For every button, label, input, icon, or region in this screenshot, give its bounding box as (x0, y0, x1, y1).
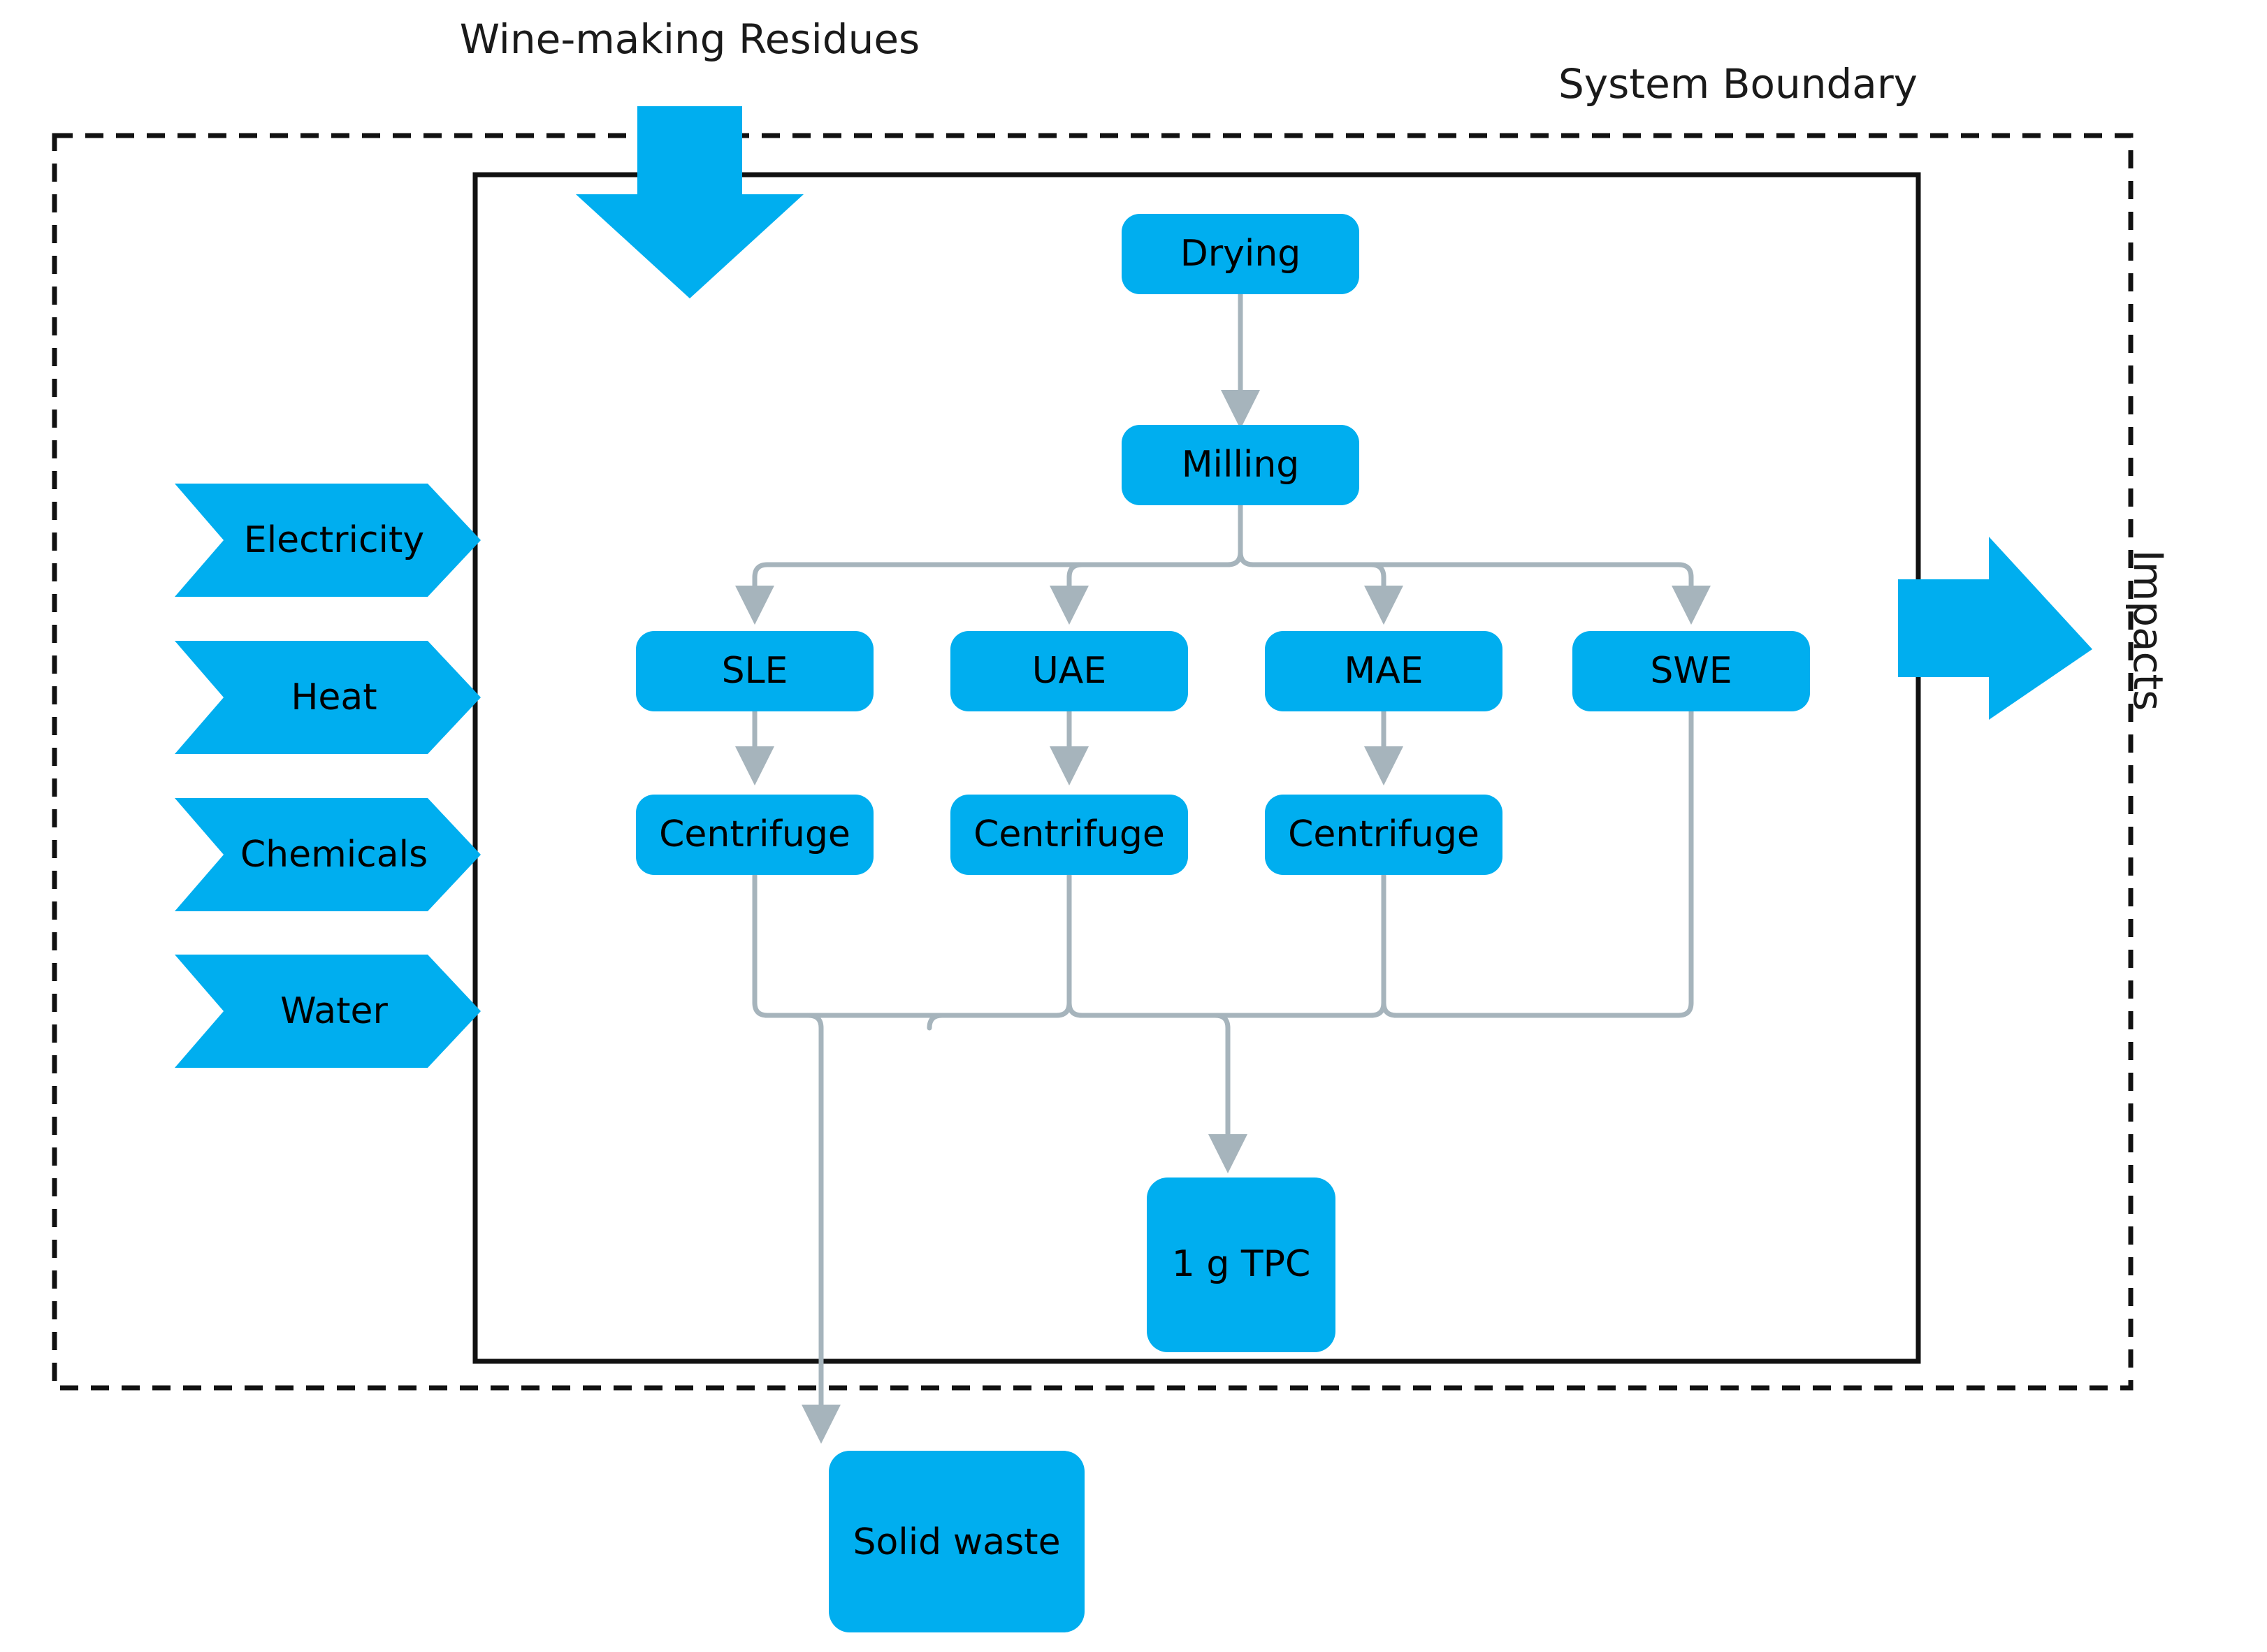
input-arrow-heat-label: Heat (291, 676, 377, 718)
process-box-uae[interactable]: UAE (950, 631, 1188, 711)
output-box-tpc[interactable]: 1 g TPC (1147, 1178, 1335, 1352)
process-box-milling[interactable]: Milling (1122, 425, 1359, 505)
process-box-sle[interactable]: SLE (636, 631, 874, 711)
process-box-drying-label: Drying (1180, 233, 1301, 275)
connector-bus-to-swe (1250, 562, 1711, 625)
system-boundary-dashed (52, 133, 2134, 1391)
process-box-mae-label: MAE (1344, 650, 1423, 692)
input-arrow-heat (175, 641, 481, 754)
connector-swe-to-merge-bus (1676, 672, 1694, 1018)
process-box-centrifuge-1[interactable]: Centrifuge (636, 795, 874, 875)
connector-centrifuge2b-to-merge-bus (1066, 869, 1085, 1018)
connector-bus-to-mae (1250, 562, 1403, 625)
process-box-swe[interactable]: SWE (1572, 631, 1810, 711)
wine-making-residues-arrow-icon (576, 106, 804, 298)
process-box-drying[interactable]: Drying (1122, 214, 1359, 294)
output-box-solid-waste-label: Solid waste (853, 1521, 1060, 1563)
process-box-centrifuge-1-label: Centrifuge (659, 813, 850, 855)
input-arrow-water (175, 955, 481, 1068)
process-box-uae-label: UAE (1032, 650, 1107, 692)
connector-merge-to-tpc-down (1212, 1013, 1231, 1031)
input-arrow-electricity (175, 484, 481, 597)
output-box-tpc-label: 1 g TPC (1172, 1243, 1311, 1285)
input-arrow-chemicals-label: Chemicals (240, 834, 428, 876)
input-arrow-electricity-label: Electricity (244, 519, 424, 561)
input-arrow-chemicals (175, 798, 481, 911)
process-box-mae[interactable]: MAE (1265, 631, 1502, 711)
wine-making-residues-title: Wine-making Residues (460, 15, 920, 63)
process-box-swe-label: SWE (1650, 650, 1732, 692)
impacts-arrow-icon (1898, 537, 2092, 720)
connector-centrifuge3b-to-merge-bus (1381, 869, 1399, 1018)
impacts-label: Impacts (2124, 550, 2172, 711)
process-box-centrifuge-2[interactable]: Centrifuge (950, 795, 1188, 875)
process-box-milling-label: Milling (1182, 444, 1300, 486)
connector-bus-to-sle (735, 562, 1231, 625)
connector-merge-to-solid-waste (802, 1013, 841, 1444)
output-box-solid-waste[interactable]: Solid waste (829, 1451, 1085, 1632)
connector-bus-to-uae (1050, 562, 1231, 625)
connector-centrifuge1-to-merge-bus (752, 869, 770, 1018)
process-boundary-solid (472, 172, 1921, 1364)
input-arrow-water-label: Water (280, 990, 388, 1032)
system-boundary-title: System Boundary (1558, 60, 1918, 108)
process-box-centrifuge-3[interactable]: Centrifuge (1265, 795, 1502, 875)
process-box-sle-label: SLE (722, 650, 788, 692)
connector-bus-right-of-milling (1238, 489, 1256, 567)
process-box-centrifuge-2-label: Centrifuge (973, 813, 1165, 855)
process-box-centrifuge-3-label: Centrifuge (1288, 813, 1479, 855)
connector-merge-to-tpc (927, 1013, 945, 1031)
